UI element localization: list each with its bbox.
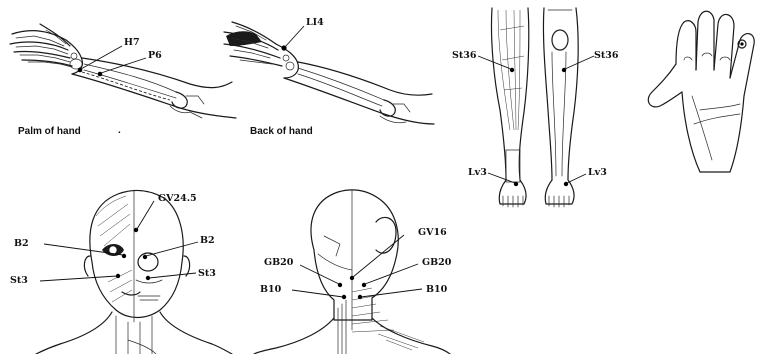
point-label-gv245: GV24.5 (158, 193, 197, 204)
caption-back-of-hand: Back of hand (250, 126, 313, 137)
back-of-head-illustration (254, 190, 450, 354)
point-label-b10-left: B10 (260, 284, 282, 295)
point-label-p6: P6 (148, 50, 162, 61)
back-forearm-illustration (224, 22, 434, 124)
point-label-h7: H7 (124, 37, 140, 48)
point-label-gv16: GV16 (418, 227, 447, 238)
point-label-b2-left: B2 (14, 238, 29, 249)
legs-illustration (478, 8, 594, 207)
caption-palm-mark: . (118, 125, 121, 136)
point-label-lv3-right: Lv3 (588, 167, 607, 178)
point-label-gb20-left: GB20 (264, 257, 294, 268)
palm-forearm-illustration (10, 24, 236, 118)
point-label-st3-left: St3 (10, 275, 28, 286)
caption-palm-of-hand: Palm of hand (18, 126, 81, 137)
point-label-b2-right: B2 (200, 235, 215, 246)
point-label-st36-left: St36 (452, 50, 477, 61)
palm-hand-illustration (648, 11, 754, 172)
point-label-b10-right: B10 (426, 284, 448, 295)
point-label-st3-right: St3 (198, 268, 216, 279)
point-label-li4: LI4 (306, 17, 324, 28)
point-label-lv3-left: Lv3 (468, 167, 487, 178)
point-label-gb20-right: GB20 (422, 257, 452, 268)
point-label-st36-right: St36 (594, 50, 619, 61)
